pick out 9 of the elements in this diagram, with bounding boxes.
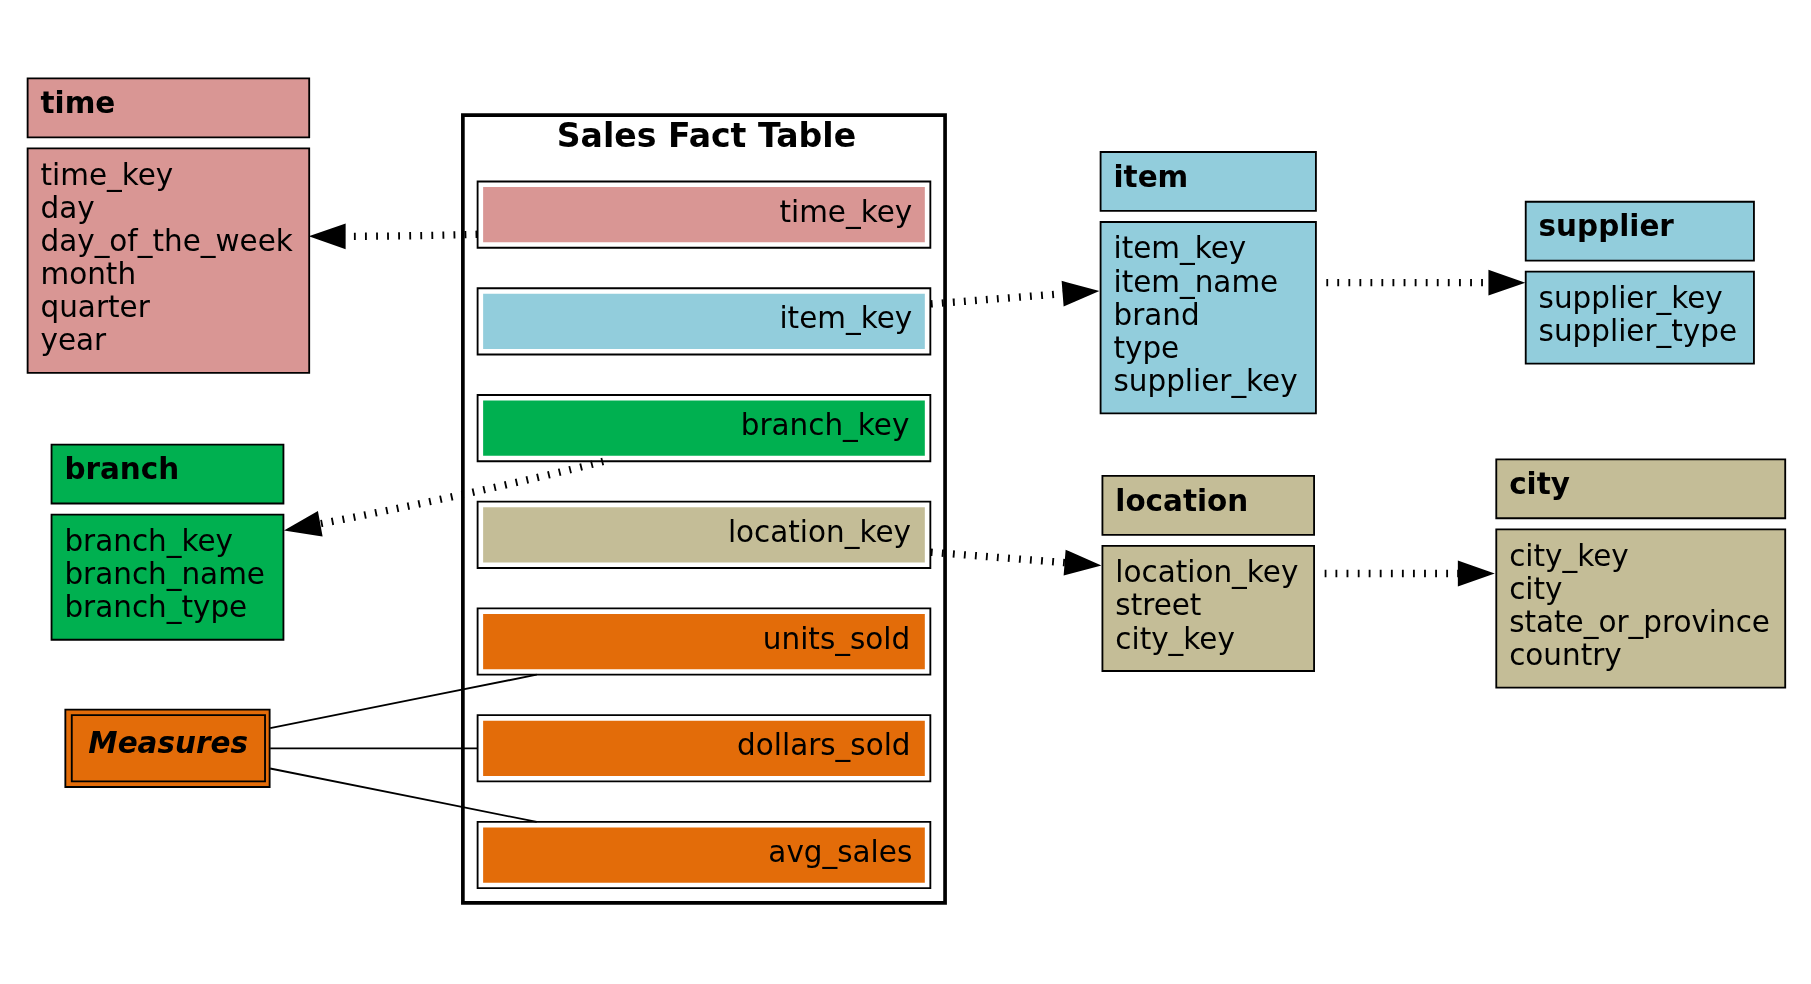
connector [269, 673, 538, 729]
connector [269, 767, 538, 823]
arrow [1326, 269, 1526, 296]
arrow [1324, 560, 1495, 586]
arrow [930, 280, 1100, 308]
arrow [283, 457, 605, 536]
arrow [930, 548, 1102, 575]
arrow [308, 222, 478, 249]
connector [269, 746, 479, 749]
